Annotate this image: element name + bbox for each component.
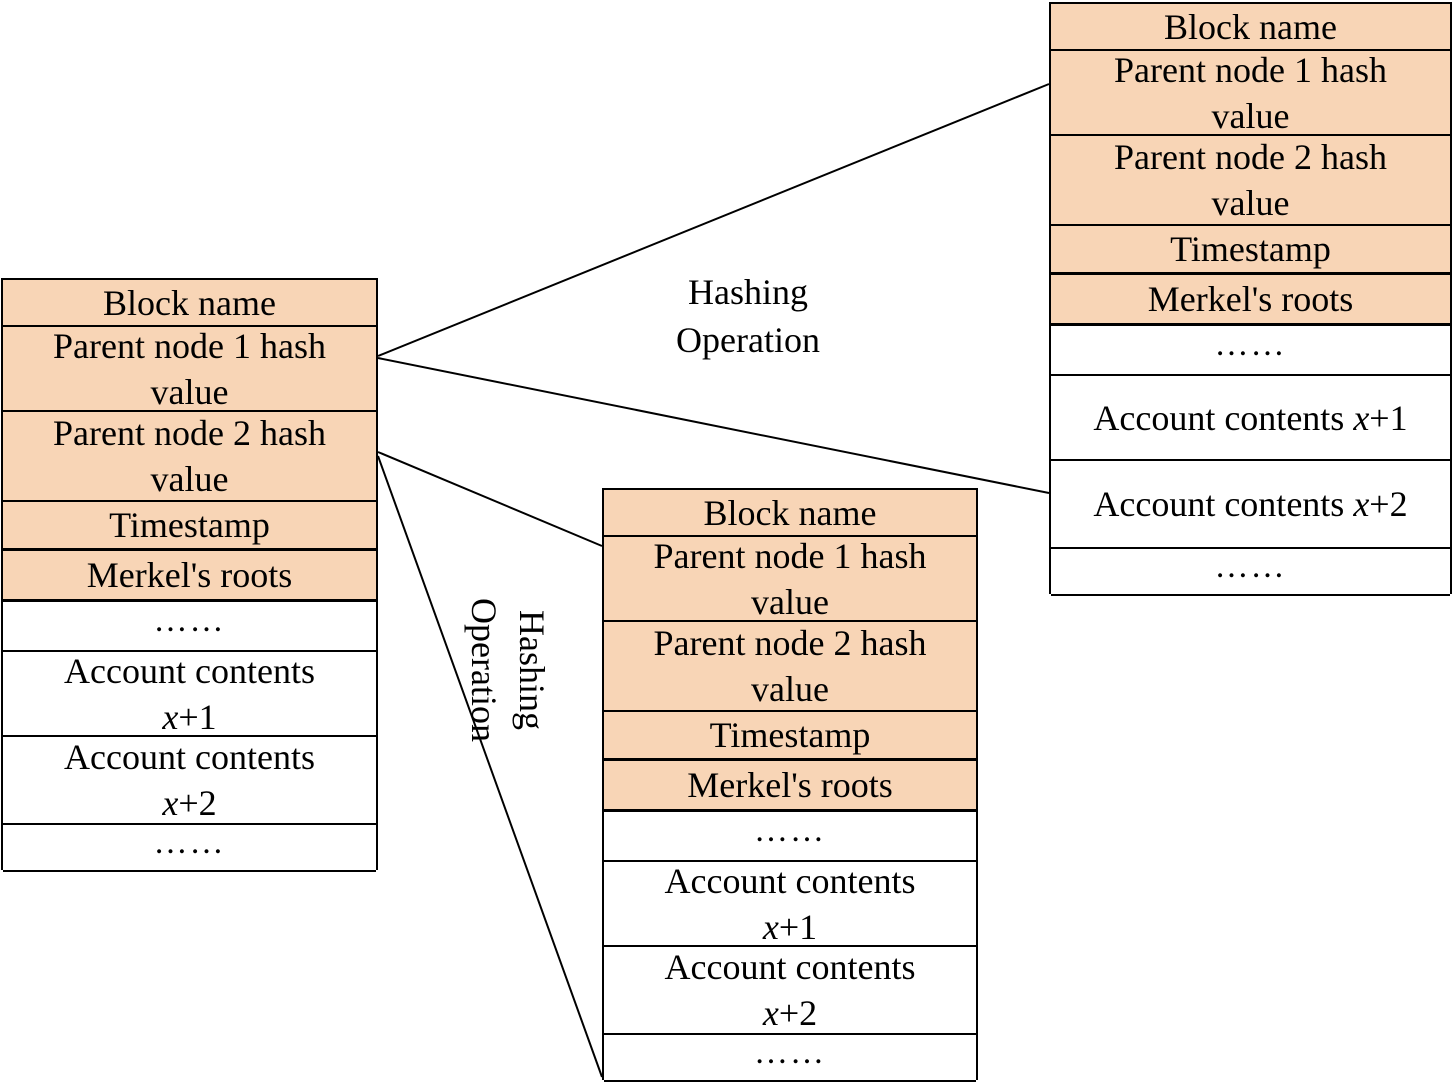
account-index: x+1: [762, 906, 818, 947]
block-left: Block name Parent node 1 hash value Pare…: [1, 278, 378, 872]
ellipsis-cell: ……: [3, 825, 376, 872]
ellipsis-cell: ……: [604, 812, 976, 862]
ellipsis: ……: [153, 602, 226, 639]
ellipsis: ……: [153, 825, 226, 861]
block-name: Block name: [103, 282, 276, 323]
account-index: x+1: [162, 696, 217, 737]
parent-node-2-hash-cell: Parent node 2 hash value: [1051, 136, 1450, 226]
ellipsis: ……: [1214, 549, 1287, 585]
parent-node-2-label: Parent node 2 hash: [53, 413, 326, 453]
connector-left-to-right-lower: [377, 357, 1050, 494]
block-name-cell: Block name: [604, 490, 976, 537]
account-contents-1-cell: Account contents x+1: [3, 652, 376, 737]
account-contents-line: Account contents x+1: [1093, 397, 1408, 438]
hashing-label-line1: Hashing: [512, 610, 552, 730]
ellipsis-cell: ……: [3, 602, 376, 652]
timestamp-cell: Timestamp: [1051, 226, 1450, 275]
hashing-label-line2: Operation: [676, 320, 820, 360]
parent-node-2-hash-cell: Parent node 2 hash value: [3, 412, 376, 502]
parent-node-1-label: Parent node 1 hash: [53, 327, 326, 366]
parent-node-1-hash-cell: Parent node 1 hash value: [3, 327, 376, 412]
parent-node-2-label: Parent node 2 hash: [1114, 137, 1387, 177]
account-contents-label: Account contents: [664, 947, 916, 987]
ellipsis: ……: [754, 1035, 826, 1071]
merkel-roots-cell: Merkel's roots: [3, 551, 376, 602]
parent-node-1-label: Parent node 1 hash: [1114, 51, 1387, 90]
parent-node-1-hash-cell: Parent node 1 hash value: [604, 537, 976, 622]
account-contents-2-cell: Account contents x+2: [3, 737, 376, 825]
account-index: x+2: [762, 993, 818, 1033]
timestamp: Timestamp: [109, 505, 270, 545]
merkel-roots: Merkel's roots: [1147, 279, 1354, 319]
timestamp: Timestamp: [709, 715, 871, 755]
block-middle: Block name Parent node 1 hash value Pare…: [602, 488, 978, 1082]
account-contents-1-cell: Account contents x+1: [1051, 376, 1450, 461]
parent-node-2-value: value: [150, 459, 229, 499]
timestamp: Timestamp: [1170, 229, 1331, 269]
account-contents-label: Account contents: [64, 652, 315, 691]
merkel-roots-cell: Merkel's roots: [1051, 275, 1450, 326]
block-name: Block name: [703, 492, 877, 533]
ellipsis-cell: ……: [1051, 326, 1450, 376]
merkel-roots-cell: Merkel's roots: [604, 761, 976, 812]
ellipsis-cell: ……: [604, 1035, 976, 1082]
account-contents-line: Account contents x+2: [1093, 484, 1408, 524]
hashing-operation-label-rotated: Hashing Operation: [460, 570, 556, 770]
timestamp-cell: Timestamp: [604, 712, 976, 761]
block-name-cell: Block name: [1051, 4, 1450, 51]
hashing-operation-label-top: Hashing Operation: [648, 268, 848, 364]
timestamp-cell: Timestamp: [3, 502, 376, 551]
hashing-label-line1: Hashing: [688, 272, 808, 312]
account-index: x+2: [162, 783, 217, 823]
merkel-roots: Merkel's roots: [86, 555, 293, 595]
parent-node-1-hash-cell: Parent node 1 hash value: [1051, 51, 1450, 136]
ellipsis: ……: [1214, 326, 1287, 363]
ellipsis-cell: ……: [1051, 549, 1450, 596]
account-contents-2-cell: Account contents x+2: [1051, 461, 1450, 549]
hashing-label-line2: Operation: [464, 598, 504, 742]
connector-left-to-middle-upper: [377, 451, 603, 547]
parent-node-2-hash-cell: Parent node 2 hash value: [604, 622, 976, 712]
account-contents-label: Account contents: [664, 862, 916, 901]
connector-left-to-middle-lower: [377, 455, 603, 1078]
account-contents-1-cell: Account contents x+1: [604, 862, 976, 947]
parent-node-1-label: Parent node 1 hash: [653, 537, 927, 576]
block-name-cell: Block name: [3, 280, 376, 327]
block-name: Block name: [1164, 6, 1337, 47]
block-right: Block name Parent node 1 hash value Pare…: [1049, 2, 1452, 596]
ellipsis: ……: [754, 812, 826, 849]
parent-node-2-value: value: [751, 669, 829, 709]
account-contents-label: Account contents: [64, 737, 315, 777]
parent-node-1-value: value: [150, 371, 229, 412]
parent-node-1-value: value: [1211, 95, 1290, 136]
parent-node-2-value: value: [1211, 183, 1290, 223]
account-contents-2-cell: Account contents x+2: [604, 947, 976, 1035]
parent-node-1-value: value: [751, 581, 829, 622]
merkel-roots: Merkel's roots: [687, 765, 893, 805]
parent-node-2-label: Parent node 2 hash: [653, 623, 927, 663]
connector-left-to-right-upper: [377, 83, 1050, 357]
